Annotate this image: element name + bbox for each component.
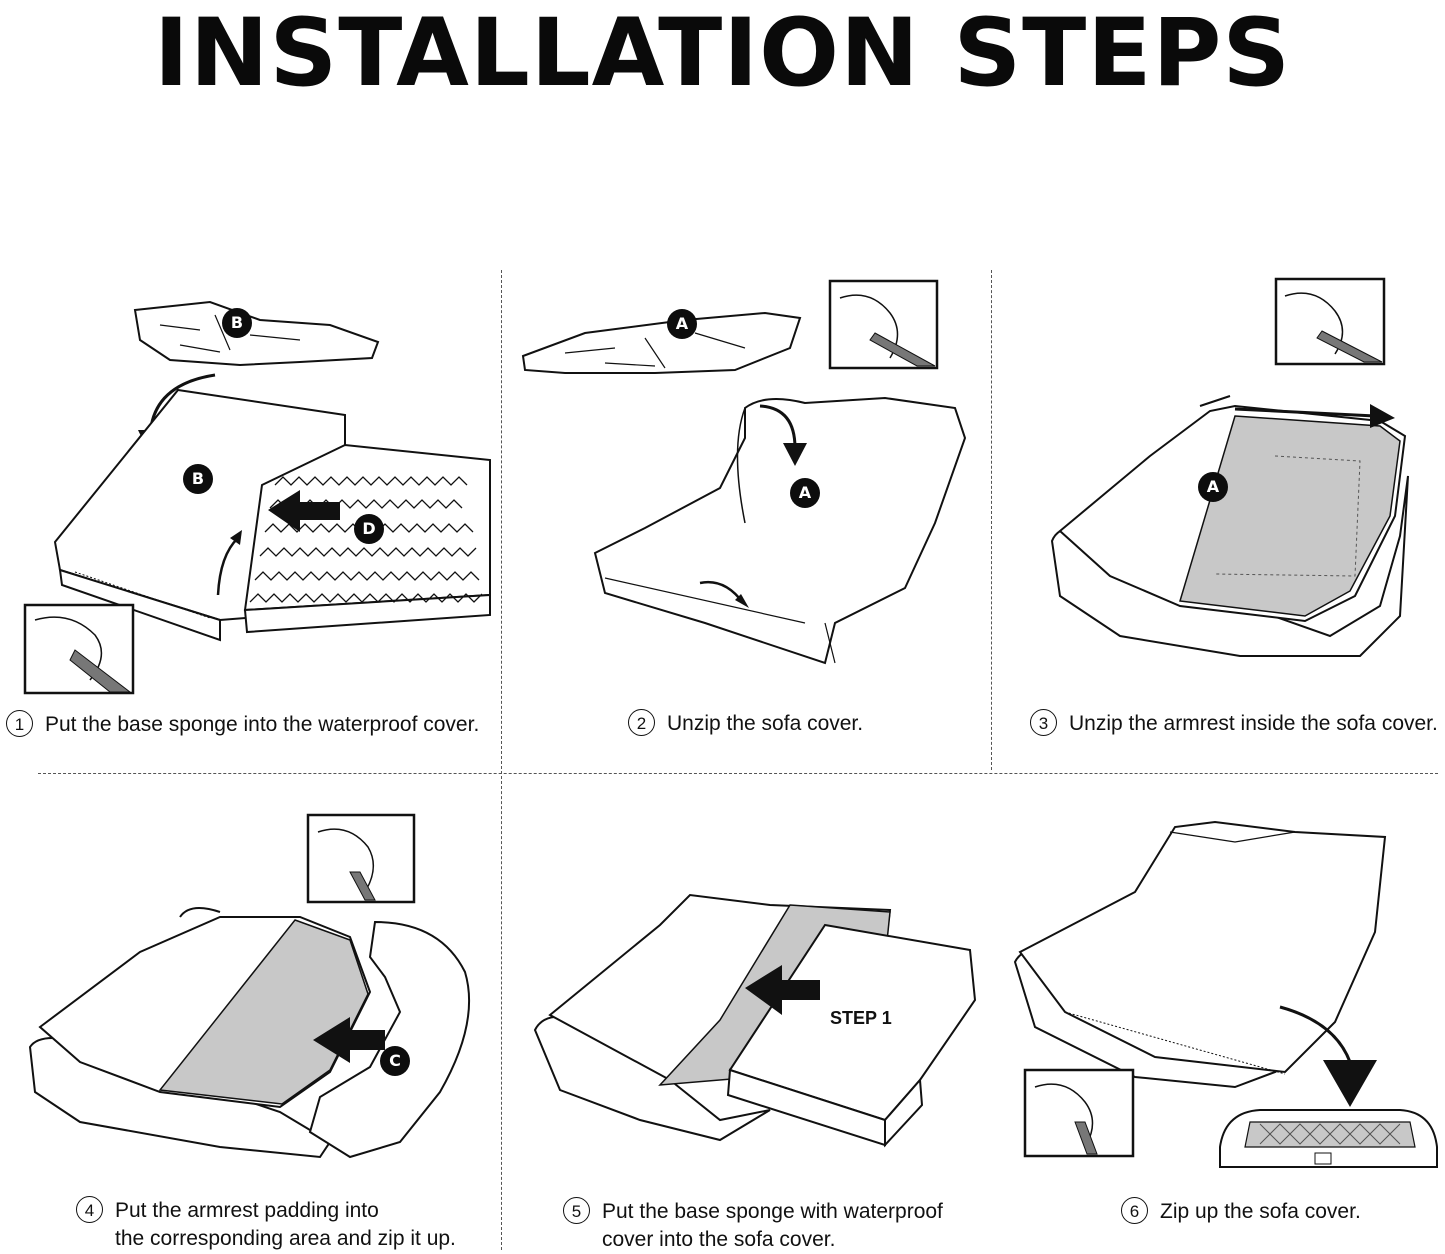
step-5-caption: 5 Put the base sponge with waterproof co…	[563, 1197, 943, 1254]
step-5-number: 5	[563, 1197, 590, 1224]
marker-a-cover: A	[790, 478, 820, 508]
step-2-caption: 2 Unzip the sofa cover.	[628, 709, 864, 738]
marker-a-top: A	[667, 309, 697, 339]
step-3-caption: 3 Unzip the armrest inside the sofa cove…	[1030, 709, 1438, 738]
step-1-reference-label: STEP 1	[830, 1008, 892, 1028]
step-3-text: Unzip the armrest inside the sofa cover.	[1069, 712, 1438, 735]
step-6-number: 6	[1121, 1197, 1148, 1224]
step-1-text: Put the base sponge into the waterproof …	[45, 713, 480, 736]
step-4-text-line1: Put the armrest padding into	[115, 1199, 379, 1222]
step-3-panel: A	[1000, 276, 1440, 696]
step-5-panel: STEP 1	[520, 870, 990, 1190]
step-6-text: Zip up the sofa cover.	[1160, 1200, 1361, 1223]
step-5-illustration	[533, 893, 977, 1148]
step-2-text: Unzip the sofa cover.	[667, 712, 864, 735]
step-6-caption: 6 Zip up the sofa cover.	[1121, 1197, 1361, 1226]
marker-b-top: B	[222, 308, 252, 338]
step-6-panel	[1005, 812, 1440, 1192]
step-5-text-line1: Put the base sponge with waterproof	[602, 1200, 943, 1223]
step-1-illustration	[23, 300, 491, 695]
page-title: INSTALLATION STEPS	[153, 0, 1292, 108]
marker-d: D	[354, 514, 384, 544]
step-1-number: 1	[6, 710, 33, 737]
step-2-panel: A A	[505, 278, 985, 698]
step-1-caption: 1 Put the base sponge into the waterproo…	[6, 710, 480, 739]
divider-horizontal	[38, 773, 1438, 774]
divider-vertical-2	[991, 270, 992, 770]
step-5-text-line2: cover into the sofa cover.	[602, 1228, 836, 1251]
step-2-number: 2	[628, 709, 655, 736]
step-4-caption: 4 Put the armrest padding into the corre…	[76, 1196, 456, 1253]
marker-a-armrest: A	[1198, 472, 1228, 502]
step-4-number: 4	[76, 1196, 103, 1223]
marker-c: C	[380, 1046, 410, 1076]
marker-b-cover: B	[183, 464, 213, 494]
step-2-illustration	[521, 279, 967, 665]
step-4-text-line2: the corresponding area and zip it up.	[115, 1227, 456, 1250]
divider-vertical-1	[501, 270, 502, 1250]
step-3-number: 3	[1030, 709, 1057, 736]
step-3-illustration	[1050, 277, 1409, 657]
step-6-illustration	[1013, 820, 1438, 1168]
step-1-panel: B B D	[0, 280, 500, 700]
step-4-panel: C	[20, 812, 500, 1192]
step-4-illustration	[28, 813, 471, 1159]
